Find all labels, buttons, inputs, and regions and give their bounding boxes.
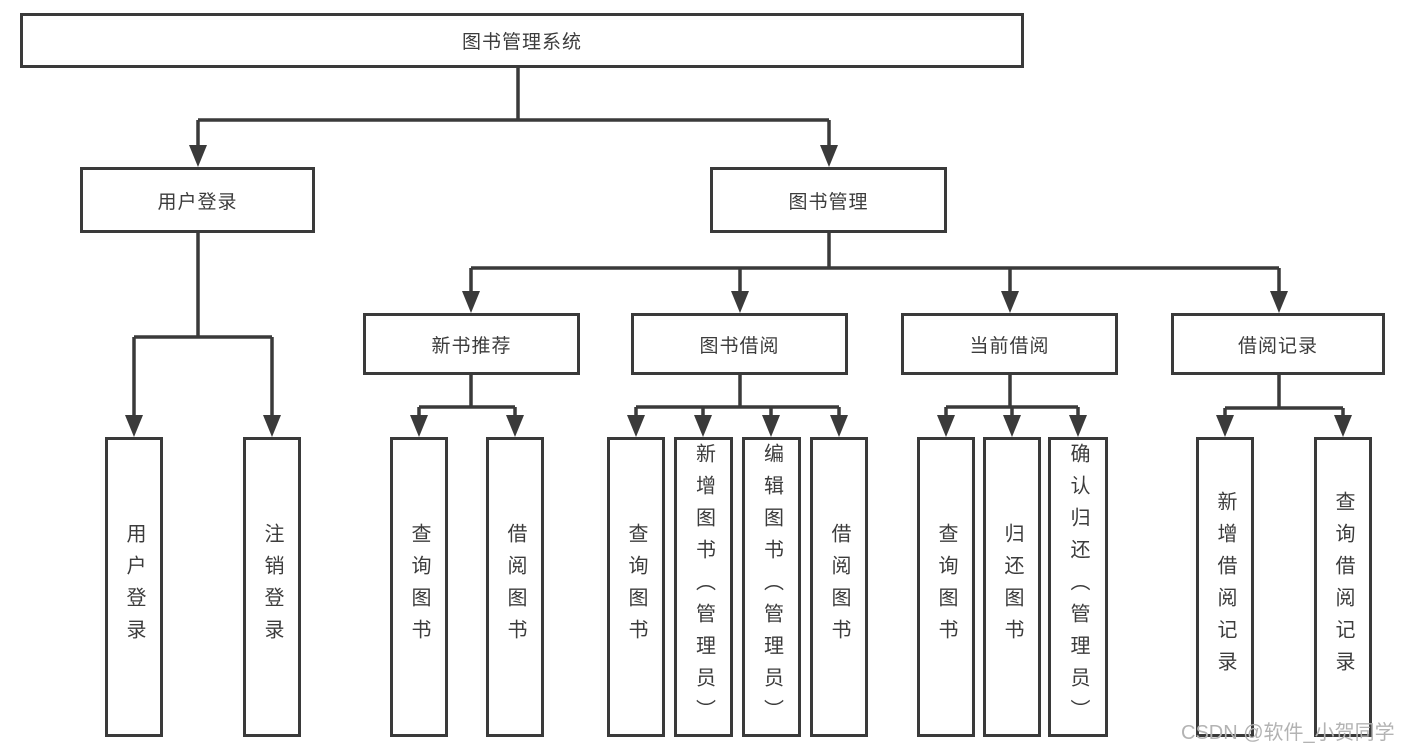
leaf-borrow-query: 查询图书 (607, 437, 665, 737)
connector-bookmgmt-level2 (469, 233, 1281, 292)
node-book-management: 图书管理 (710, 167, 947, 233)
arrowhead (731, 291, 749, 313)
leaf-user-login-label: 用户登录 (123, 523, 145, 651)
connector-userlogin-leaves (132, 233, 274, 416)
arrowhead (1334, 415, 1352, 437)
leaf-borrow-edit-admin: 编辑图书（管理员） (742, 437, 801, 737)
leaf-current-query: 查询图书 (917, 437, 975, 737)
arrowhead (462, 291, 480, 313)
arrowhead (1069, 415, 1087, 437)
leaf-logout: 注销登录 (243, 437, 301, 737)
leaf-current-confirm-admin-label: 确认归还（管理员） (1067, 443, 1089, 731)
arrowhead (762, 415, 780, 437)
arrowhead (1003, 415, 1021, 437)
leaf-current-confirm-admin: 确认归还（管理员） (1048, 437, 1108, 737)
arrowhead (189, 145, 207, 167)
leaf-records-add-label: 新增借阅记录 (1214, 491, 1236, 683)
leaf-newbooks-borrow: 借阅图书 (486, 437, 544, 737)
leaf-borrow-add-admin: 新增图书（管理员） (674, 437, 733, 737)
leaf-borrow-edit-admin-label: 编辑图书（管理员） (760, 443, 783, 731)
leaf-borrow-book: 借阅图书 (810, 437, 868, 737)
arrowhead (1270, 291, 1288, 313)
leaf-records-query-label: 查询借阅记录 (1332, 491, 1354, 683)
node-current-borrow: 当前借阅 (901, 313, 1118, 375)
node-user-login-label: 用户登录 (157, 191, 238, 213)
leaf-newbooks-query-label: 查询图书 (408, 523, 430, 651)
arrowhead (506, 415, 524, 437)
arrowhead (627, 415, 645, 437)
node-user-login: 用户登录 (80, 167, 315, 233)
node-root-label: 图书管理系统 (461, 32, 582, 53)
arrowhead (830, 415, 848, 437)
node-current-borrow-label: 当前借阅 (969, 335, 1050, 357)
node-new-book-recommend-label: 新书推荐 (431, 335, 512, 357)
connector-borrowrecords-leaves (1223, 375, 1345, 416)
leaf-current-return-label: 归还图书 (1001, 523, 1023, 651)
leaf-borrow-add-admin-label: 新增图书（管理员） (692, 443, 715, 731)
node-borrow-records-label: 借阅记录 (1237, 335, 1318, 357)
node-root: 图书管理系统 (20, 13, 1024, 68)
arrowhead (1001, 291, 1019, 313)
arrowhead (937, 415, 955, 437)
arrowhead (1216, 415, 1234, 437)
node-borrow-records: 借阅记录 (1171, 313, 1385, 375)
node-book-management-label: 图书管理 (788, 191, 869, 213)
arrowhead (820, 145, 838, 167)
arrowhead (410, 415, 428, 437)
leaf-records-add: 新增借阅记录 (1196, 437, 1254, 737)
arrowhead (125, 415, 143, 437)
leaf-current-return: 归还图书 (983, 437, 1041, 737)
connector-currentborrow-leaves (944, 375, 1080, 416)
watermark-text: CSDN @软件_小贺同学 (1181, 722, 1395, 744)
connector-bookborrow-leaves (634, 375, 841, 416)
node-new-book-recommend: 新书推荐 (363, 313, 580, 375)
leaf-borrow-query-label: 查询图书 (625, 523, 647, 651)
connector-root-level1 (196, 68, 831, 148)
leaf-borrow-book-label: 借阅图书 (828, 523, 850, 651)
leaf-user-login: 用户登录 (105, 437, 163, 737)
connector-newbooks-leaves (417, 375, 517, 416)
node-book-borrow-label: 图书借阅 (699, 335, 780, 357)
arrowhead (694, 415, 712, 437)
arrowhead (263, 415, 281, 437)
leaf-newbooks-query: 查询图书 (390, 437, 448, 737)
leaf-newbooks-borrow-label: 借阅图书 (504, 523, 526, 651)
leaf-logout-label: 注销登录 (261, 523, 283, 651)
leaf-current-query-label: 查询图书 (935, 523, 957, 651)
leaf-records-query: 查询借阅记录 (1314, 437, 1372, 737)
node-book-borrow: 图书借阅 (631, 313, 848, 375)
